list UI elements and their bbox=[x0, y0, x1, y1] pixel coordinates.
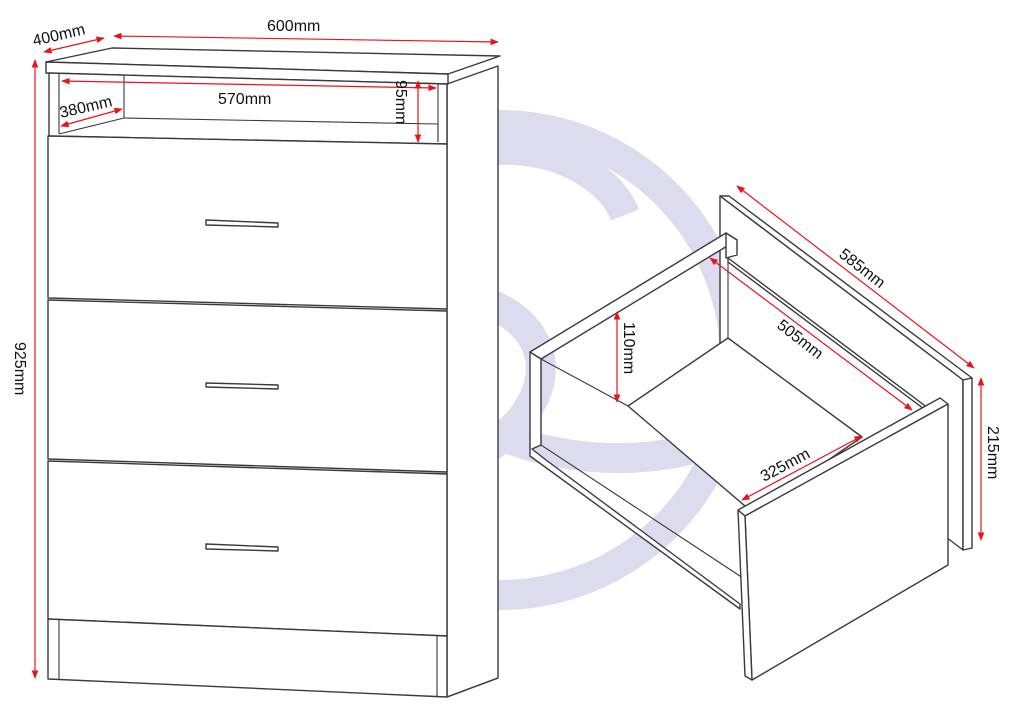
internal-width-arrow bbox=[741, 435, 863, 501]
depth-arrow bbox=[43, 36, 105, 54]
height-label: 925mm bbox=[11, 342, 28, 395]
internal-height-label: 110mm bbox=[620, 322, 637, 374]
internal-depth-arrow bbox=[709, 257, 913, 411]
width-arrow bbox=[113, 32, 499, 46]
drawer-handle-2 bbox=[205, 382, 279, 390]
chest-side-panel bbox=[446, 65, 499, 698]
drawer-runner-edge bbox=[962, 377, 973, 551]
chest-drawing bbox=[45, 47, 501, 698]
drawer-handle-3 bbox=[205, 543, 279, 552]
shelf-width-arrow bbox=[61, 77, 437, 92]
shelf-depth-arrow bbox=[60, 107, 123, 128]
drawer-drawing bbox=[529, 195, 973, 681]
drawer-left-side bbox=[529, 351, 741, 610]
width-label: 600mm bbox=[267, 18, 320, 35]
drawer-front-edge bbox=[737, 509, 753, 681]
front-height-label: 215mm bbox=[984, 426, 1001, 479]
drawer-handle-1 bbox=[205, 219, 279, 228]
shelf-height-label: 95mm bbox=[392, 80, 409, 124]
shelf-width-label: 570mm bbox=[218, 91, 271, 108]
depth-label: 400mm bbox=[31, 21, 87, 50]
